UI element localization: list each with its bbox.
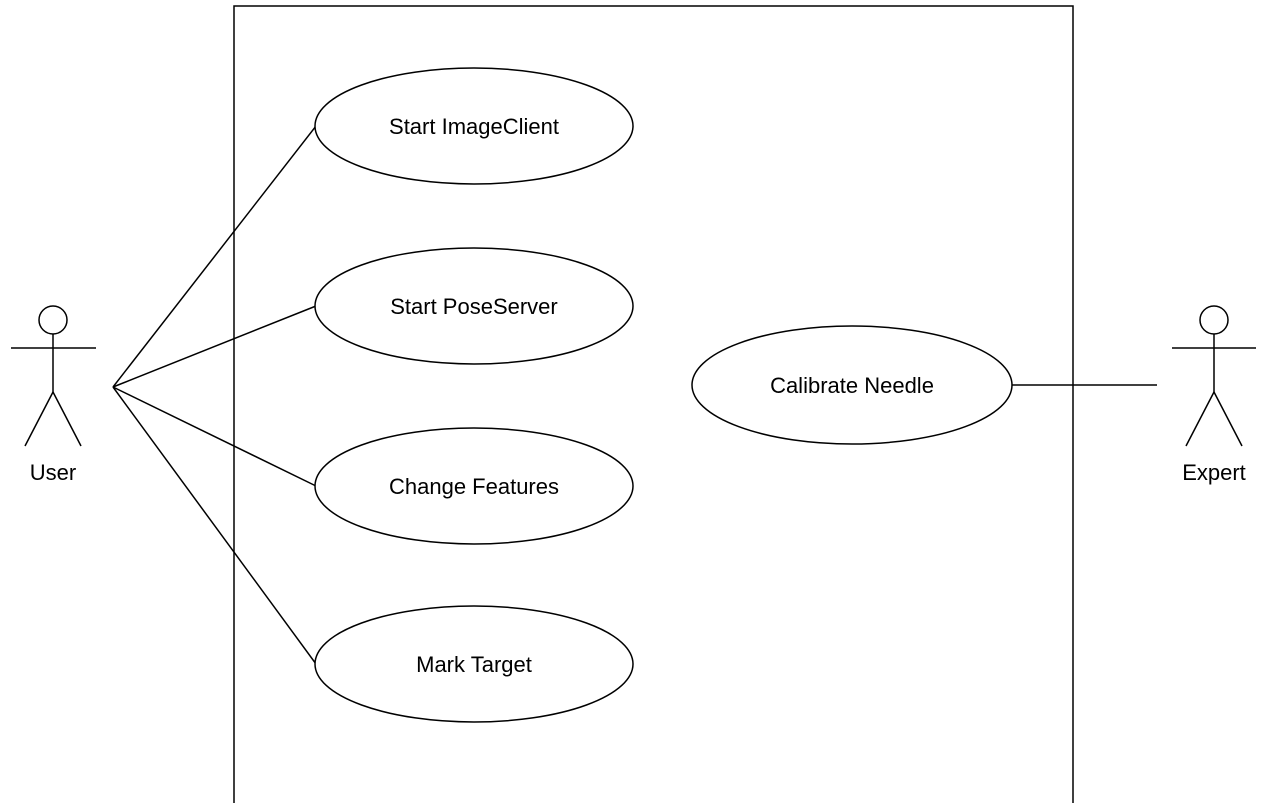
- use-case-change-features[interactable]: Change Features: [314, 427, 634, 545]
- use-case-ellipse: [314, 605, 634, 723]
- association-user-mark-target: [112, 386, 317, 665]
- use-case-label: Mark Target: [416, 652, 532, 677]
- use-case-mark-target[interactable]: Mark Target: [314, 605, 634, 723]
- use-case-ellipse: [314, 247, 634, 365]
- use-case-start-imageclient[interactable]: Start ImageClient: [314, 67, 634, 185]
- use-case-label: Start PoseServer: [390, 294, 558, 319]
- actor-head: [38, 305, 68, 335]
- use-case-calibrate-needle[interactable]: Calibrate Needle: [691, 325, 1013, 445]
- association-user-start-imageclient: [112, 125, 317, 388]
- actor-expert[interactable]: Expert: [1172, 305, 1256, 485]
- actor-left-leg: [24, 391, 54, 447]
- actor-right-leg: [1213, 391, 1243, 447]
- use-case-label: Calibrate Needle: [770, 373, 934, 398]
- actor-user[interactable]: User: [11, 305, 96, 485]
- association-user-start-poseserver: [112, 305, 317, 388]
- use-case-ellipse: [314, 427, 634, 545]
- use-case-ellipse: [314, 67, 634, 185]
- actor-head: [1199, 305, 1229, 335]
- actor-right-leg: [52, 391, 82, 447]
- system-boundary: [233, 5, 1074, 803]
- use-case-label: Start ImageClient: [389, 114, 559, 139]
- use-case-start-poseserver[interactable]: Start PoseServer: [314, 247, 634, 365]
- use-case-label: Change Features: [389, 474, 559, 499]
- association-user-change-features: [112, 386, 317, 487]
- actor-label: Expert: [1182, 460, 1246, 485]
- actor-label: User: [30, 460, 76, 485]
- use-case-ellipse: [691, 325, 1013, 445]
- actor-left-leg: [1185, 391, 1215, 447]
